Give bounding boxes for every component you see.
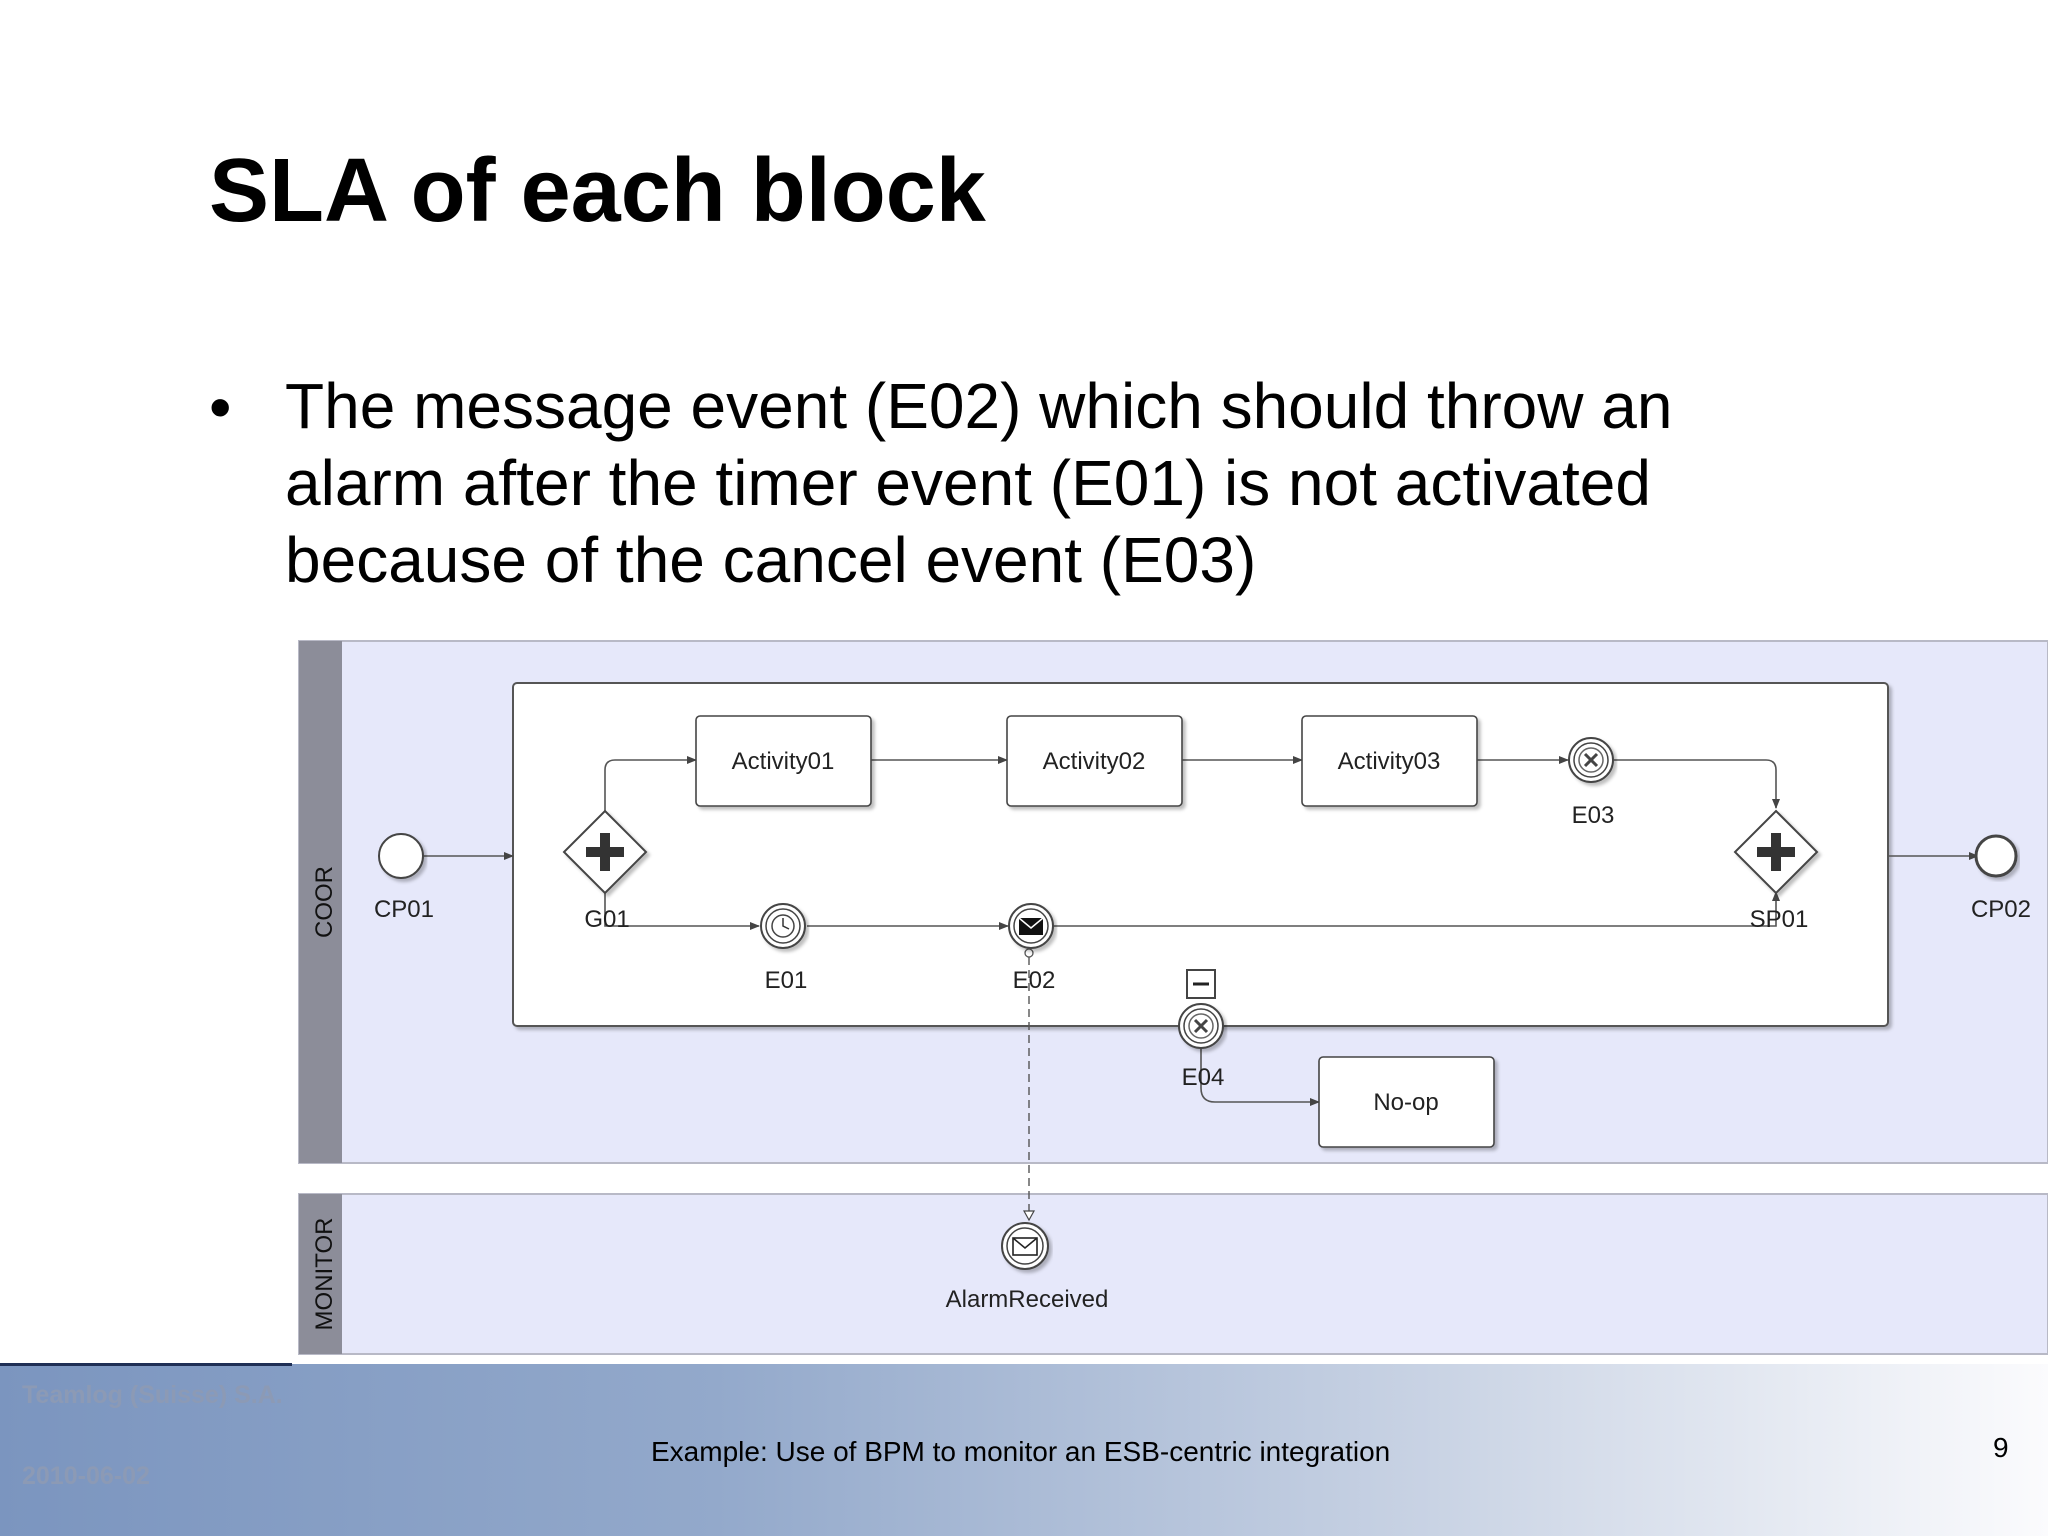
activity-03[interactable]: Activity03	[1301, 715, 1478, 807]
event-e04[interactable]: E04	[1178, 969, 1225, 1091]
activity-01-label: Activity01	[732, 748, 835, 775]
gateway-sp01[interactable]: SP01	[1733, 809, 1819, 933]
activity-02-label: Activity02	[1043, 748, 1146, 775]
footer-band	[0, 1364, 2048, 1536]
activity-noop-label: No-op	[1373, 1089, 1438, 1116]
activity-noop[interactable]: No-op	[1318, 1056, 1495, 1148]
event-e03[interactable]: E03	[1568, 737, 1615, 829]
event-e03-label: E03	[1572, 802, 1615, 829]
lane-monitor: MONITOR	[298, 1193, 2048, 1355]
envelope-icon	[1012, 1237, 1038, 1256]
event-cp01-label: CP01	[374, 896, 434, 923]
event-cp01[interactable]: CP01	[374, 833, 434, 923]
sequence-flows	[421, 756, 1979, 1106]
event-e04-label: E04	[1182, 1064, 1225, 1091]
event-alarm-received[interactable]: AlarmReceived	[946, 1222, 1109, 1313]
gateway-g01[interactable]: G01	[562, 809, 648, 933]
bullet-text: The message event (E02) which should thr…	[285, 370, 1673, 596]
footer-caption: Example: Use of BPM to monitor an ESB-ce…	[651, 1436, 1391, 1467]
collapse-icon[interactable]	[1186, 969, 1216, 999]
footer-divider	[0, 1363, 292, 1366]
gateway-g01-label: G01	[584, 906, 629, 933]
bullet-dot: •	[209, 371, 232, 443]
event-cp02[interactable]: CP02	[1971, 834, 2031, 923]
gateway-sp01-label: SP01	[1750, 906, 1809, 933]
event-e02-label: E02	[1013, 967, 1056, 994]
activity-01[interactable]: Activity01	[695, 715, 872, 807]
message-flow	[1025, 948, 1033, 1220]
lane-monitor-label: MONITOR	[311, 1218, 338, 1331]
event-alarm-label: AlarmReceived	[946, 1286, 1109, 1313]
event-e02[interactable]: E02	[1008, 903, 1056, 994]
event-e01-label: E01	[765, 967, 808, 994]
page-number: 9	[1993, 1432, 2009, 1463]
bullet-item: • The message event (E02) which should t…	[209, 368, 1829, 599]
event-e01[interactable]: E01	[760, 903, 808, 994]
footer-date: 2010-06-02	[22, 1462, 150, 1490]
activity-03-label: Activity03	[1338, 748, 1441, 775]
footer-company: Teamlog (Suisse) S.A.	[22, 1381, 283, 1409]
slide-title: SLA of each block	[209, 141, 986, 241]
activity-02[interactable]: Activity02	[1006, 715, 1183, 807]
bpmn-diagram: COOR MONITOR Activity01 Activity02	[298, 640, 2048, 1355]
envelope-filled-icon	[1018, 917, 1044, 935]
event-cp02-label: CP02	[1971, 896, 2031, 923]
lane-coor-label: COOR	[311, 866, 338, 938]
